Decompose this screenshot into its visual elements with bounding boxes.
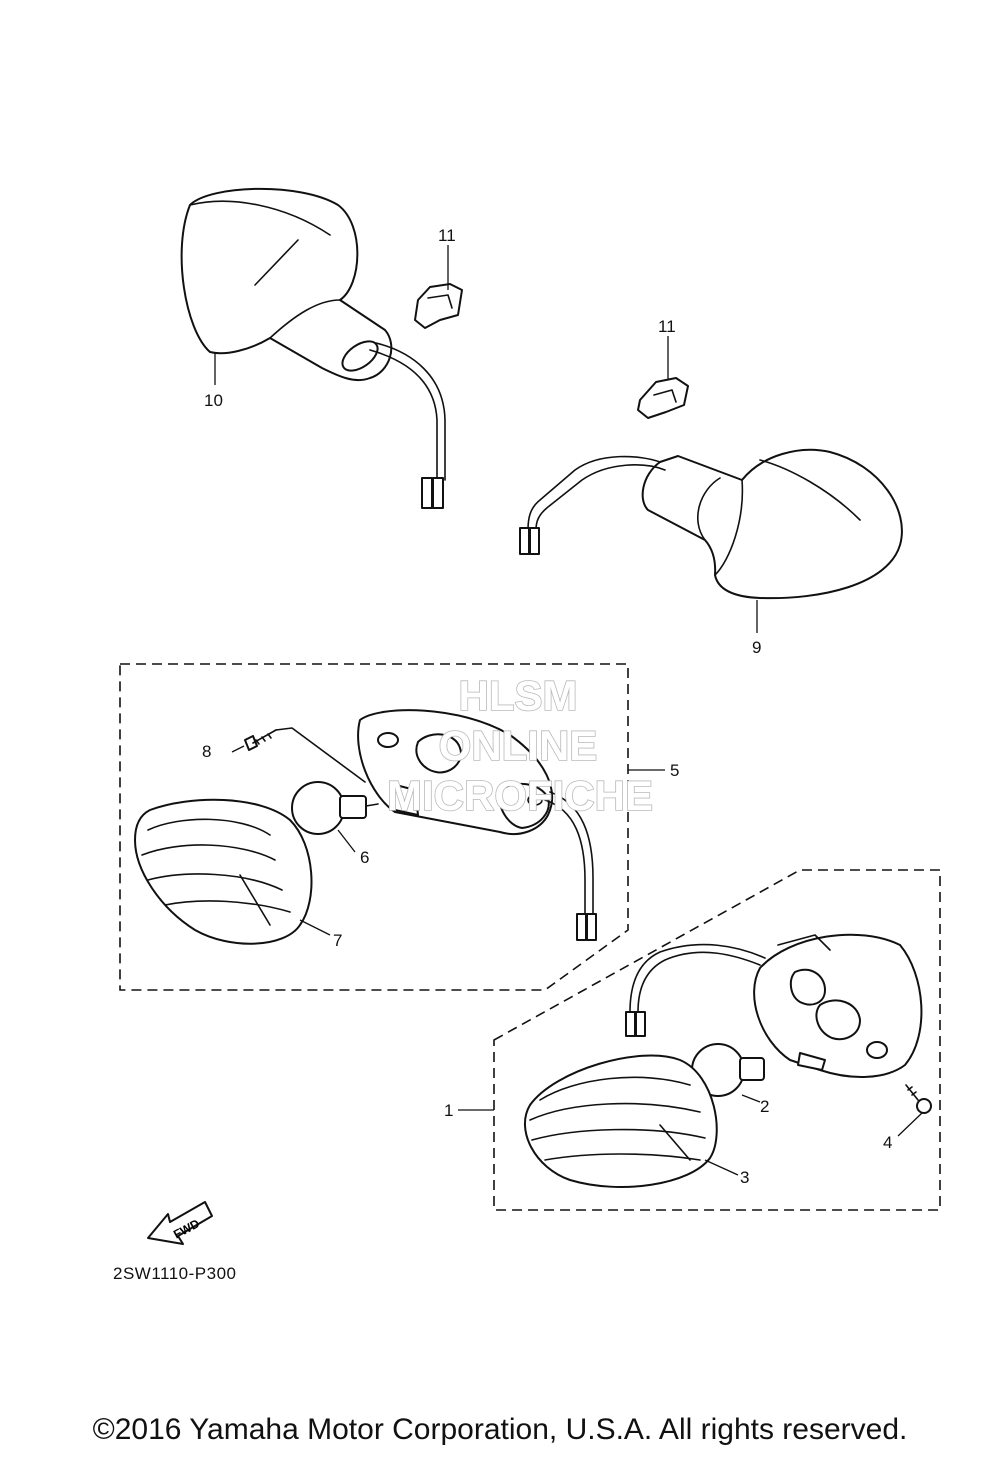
part-1-housing	[625, 933, 923, 1078]
callout-2: 2	[760, 1097, 769, 1116]
callout-11-lower: 11	[658, 317, 676, 336]
part-11-clip-lower	[637, 377, 689, 419]
callout-8: 8	[202, 742, 211, 761]
leader-lines	[214, 245, 923, 1176]
watermark-line-1: HLSM	[459, 672, 578, 719]
callout-11-upper: 11	[438, 226, 456, 245]
callout-numbers: 10 11 11 9 8 5 6 7 1 2 4 3	[202, 226, 892, 1187]
callout-1: 1	[444, 1101, 453, 1120]
part-10-flasher-assembly	[180, 187, 446, 509]
assembly-5-boundary	[119, 663, 629, 991]
forward-arrow-icon: FWD	[147, 1201, 213, 1245]
callout-9: 9	[752, 638, 761, 657]
callout-5: 5	[670, 761, 679, 780]
callout-6: 6	[360, 848, 369, 867]
callout-4: 4	[883, 1133, 892, 1152]
part-5-housing	[357, 709, 597, 941]
watermark-line-3: MICROFICHE	[387, 772, 653, 819]
part-7-lens	[134, 798, 313, 945]
part-4-screw	[905, 1084, 932, 1114]
part-9-flasher-assembly	[519, 448, 903, 600]
assembly-1-boundary	[493, 869, 941, 1211]
part-3-lens	[524, 1054, 718, 1188]
part-6-bulb	[291, 781, 379, 835]
part-11-clip-upper	[414, 283, 463, 329]
diagram-code: 2SW1110-P300	[113, 1264, 237, 1283]
copyright-notice: ©2016 Yamaha Motor Corporation, U.S.A. A…	[92, 1413, 908, 1446]
watermark: HLSM ONLINE MICROFICHE	[386, 671, 654, 820]
callout-3: 3	[740, 1168, 749, 1187]
callout-7: 7	[333, 931, 342, 950]
callout-10: 10	[204, 391, 223, 410]
watermark-line-2: ONLINE	[439, 722, 598, 769]
part-8-screw	[244, 727, 366, 783]
